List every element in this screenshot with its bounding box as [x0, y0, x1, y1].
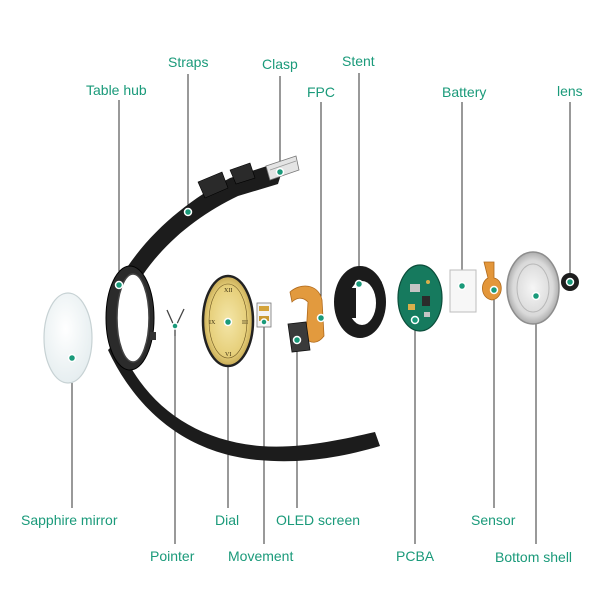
marker-bottom-shell: [531, 291, 541, 301]
battery: [449, 269, 477, 313]
marker-dots: [67, 167, 575, 363]
label-battery: Battery: [442, 84, 487, 100]
stent: [334, 266, 386, 338]
marker-movement: [260, 318, 268, 326]
table-hub: [105, 265, 156, 371]
label-oled-screen: OLED screen: [276, 512, 361, 528]
pcba: [397, 264, 443, 332]
marker-fpc: [316, 313, 326, 323]
marker-sapphire: [67, 353, 77, 363]
label-pcba: PCBA: [396, 548, 435, 564]
label-movement: Movement: [228, 548, 294, 564]
fpc: [289, 285, 325, 343]
marker-pcba: [410, 315, 420, 325]
sapphire-mirror: [43, 292, 93, 384]
leader-lines: [71, 73, 571, 544]
marker-dial: [223, 317, 233, 327]
svg-text:IX: IX: [209, 320, 216, 326]
marker-sensor: [489, 285, 499, 295]
label-lens: lens: [557, 83, 583, 99]
label-table-hub: Table hub: [86, 82, 147, 98]
marker-oled: [292, 335, 302, 345]
marker-stent: [354, 279, 364, 289]
marker-table-hub: [114, 280, 124, 290]
label-fpc: FPC: [307, 84, 335, 100]
label-pointer: Pointer: [150, 548, 195, 564]
sensor: [482, 261, 502, 301]
marker-clasp: [275, 167, 285, 177]
label-dial: Dial: [215, 512, 240, 528]
clasp: [265, 155, 300, 181]
label-clasp: Clasp: [262, 56, 298, 72]
label-bottom-shell: Bottom shell: [495, 549, 573, 565]
marker-straps: [183, 207, 193, 217]
svg-text:III: III: [242, 320, 248, 326]
svg-text:XII: XII: [224, 288, 232, 294]
marker-battery: [457, 281, 467, 291]
label-straps: Straps: [168, 54, 209, 70]
marker-lens: [565, 277, 575, 287]
label-stent: Stent: [342, 53, 375, 69]
marker-pointer: [171, 322, 179, 330]
label-sensor: Sensor: [471, 512, 516, 528]
label-sapphire-mirror: Sapphire mirror: [21, 512, 118, 528]
svg-text:VI: VI: [225, 352, 231, 358]
bottom-shell: [506, 251, 560, 325]
